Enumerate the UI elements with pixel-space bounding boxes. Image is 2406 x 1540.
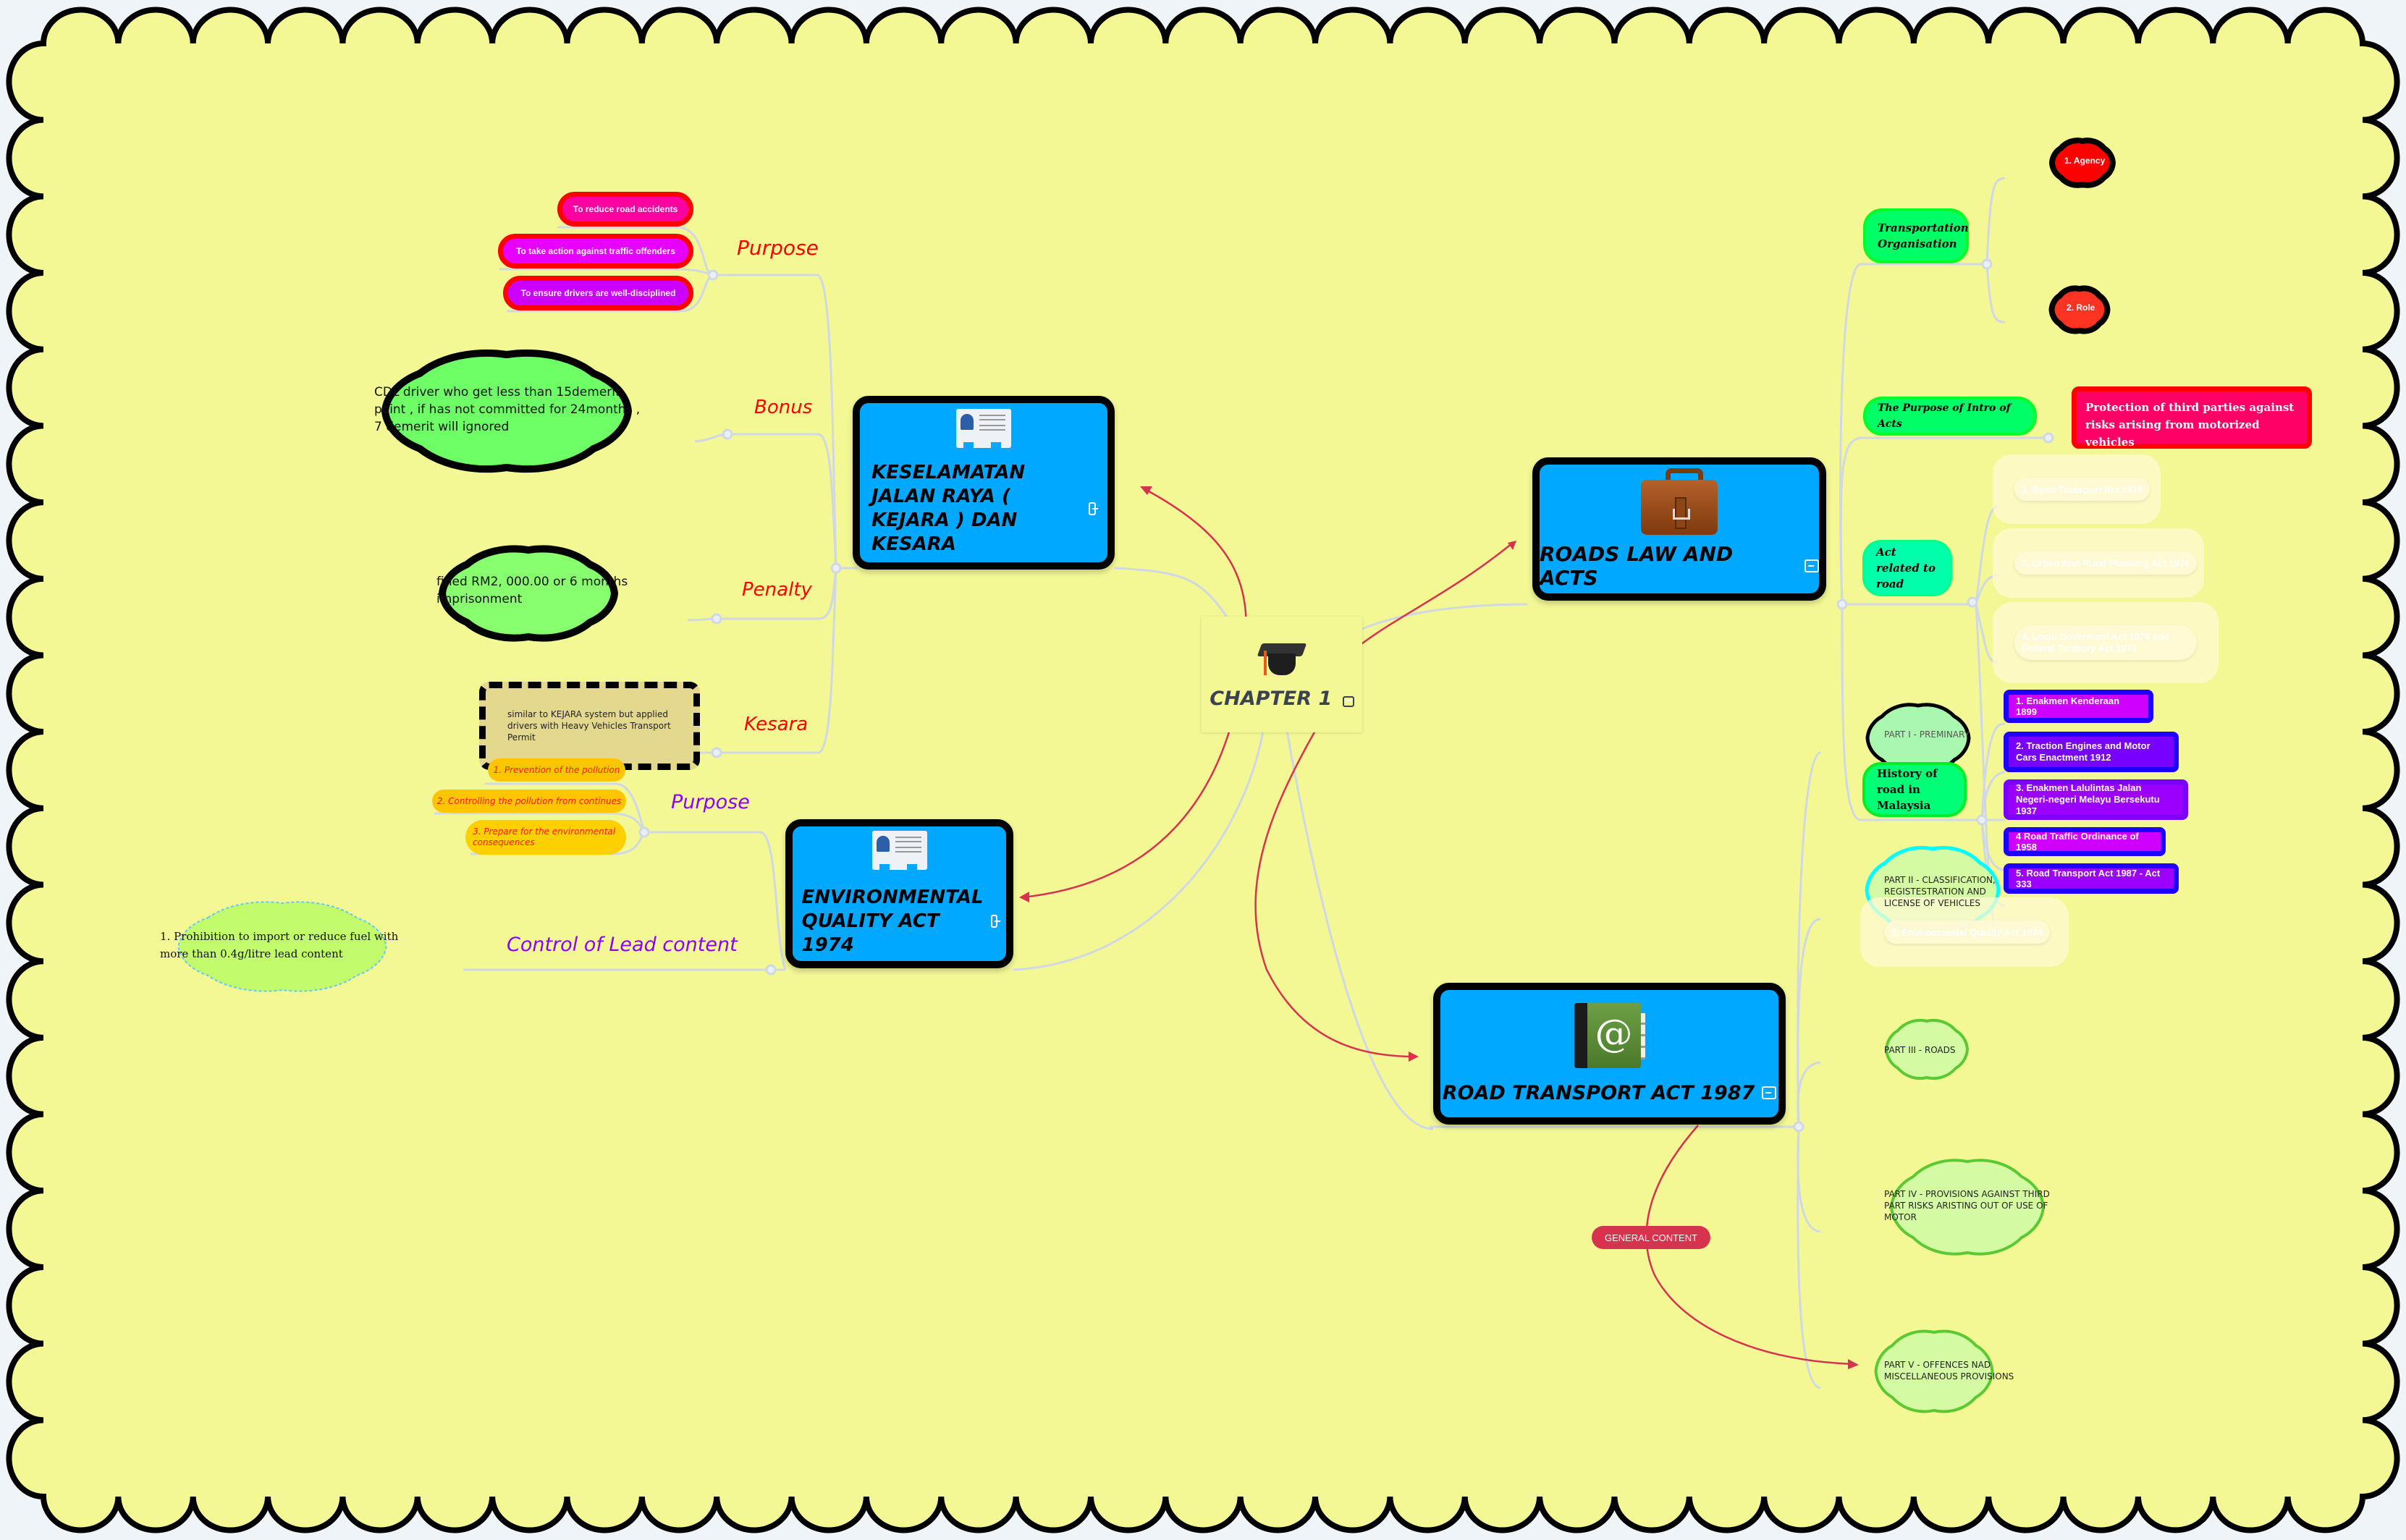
- relation-arrowheads: [1019, 486, 1859, 1369]
- rta-part-4-cloud[interactable]: [1889, 1159, 2046, 1256]
- id-card-icon: [956, 409, 1011, 449]
- penalty-text[interactable]: fined RM2, 000.00 or 6 months imprisonme…: [436, 575, 628, 606]
- central-topic[interactable]: CHAPTER 1: [1202, 617, 1362, 732]
- act-related-item-3[interactable]: 3. Urban And Rural Planning Act 1976: [2014, 551, 2198, 575]
- agency-cloud[interactable]: [2048, 138, 2116, 188]
- history-item-4[interactable]: 4 Road Traffic Ordinance of 1958: [2004, 827, 2166, 856]
- bonus-label[interactable]: Bonus: [754, 397, 813, 418]
- act-related-item-2[interactable]: 2. Environmental Quality Act 1974: [1884, 921, 2051, 944]
- act-related-item-4[interactable]: 4. Local Goverment Act 1976 and Federal …: [2014, 625, 2197, 660]
- briefcase-icon: [1641, 468, 1718, 535]
- image-icon[interactable]: [1342, 695, 1354, 707]
- roads-law-node[interactable]: ROADS LAW AND ACTS: [1532, 457, 1826, 601]
- graduation-cap-icon: [1255, 639, 1309, 682]
- rta-part-5[interactable]: PART V - OFFENCES NAD MISCELLANEOUS PROV…: [1884, 1360, 2014, 1382]
- rta-part-2[interactable]: PART II - CLASSIFICATION, REGISTESTRATIO…: [1884, 875, 1996, 908]
- history-item-3[interactable]: 3. Enakmen Lalulintas Jalan Negeri-neger…: [2004, 779, 2188, 820]
- connector-junctions: [638, 258, 2054, 1133]
- kesara-label[interactable]: Kesara: [744, 714, 809, 735]
- eqa-purpose-item-3[interactable]: 3. Prepare for the environmental consequ…: [465, 820, 626, 855]
- rta-part-4[interactable]: PART IV - PROVISIONS AGAINST THIRD PART …: [1884, 1189, 2050, 1222]
- rta-part-1[interactable]: PART I - PREMINARY: [1884, 729, 1970, 740]
- agency-text[interactable]: 1. Agency: [2064, 156, 2106, 166]
- image-icon[interactable]: [1762, 1086, 1777, 1099]
- lead-control-cloud[interactable]: [177, 901, 387, 992]
- image-icon[interactable]: [990, 915, 997, 928]
- kesara-text: similar to KEJARA system but applied dri…: [507, 709, 671, 742]
- rta-part-1-cloud[interactable]: [1865, 703, 1971, 774]
- transport-org-topic[interactable]: Transportation Organisation: [1863, 208, 1969, 263]
- history-topic[interactable]: History of road in Malaysia: [1862, 762, 1967, 817]
- bonus-cloud[interactable]: [381, 349, 633, 473]
- image-icon[interactable]: [1804, 559, 1819, 572]
- eqa-node[interactable]: ENVIRONMENTAL QUALITY ACT 1974: [785, 819, 1013, 968]
- kejara-node[interactable]: KESELAMATAN JALAN RAYA ( KEJARA ) DAN KE…: [853, 396, 1115, 570]
- role-cloud[interactable]: [2048, 285, 2111, 334]
- kesara-box[interactable]: similar to KEJARA system but applied dri…: [479, 682, 700, 770]
- id-card-icon: [871, 830, 927, 871]
- purpose-item-ensure-discipline[interactable]: To ensure drivers are well-disciplined: [503, 276, 693, 310]
- image-icon[interactable]: [1088, 502, 1096, 515]
- penalty-label[interactable]: Penalty: [742, 579, 812, 601]
- rta-part-5-cloud[interactable]: [1874, 1329, 1994, 1413]
- kejara-purpose-label[interactable]: Purpose: [737, 236, 819, 260]
- act-related-item-1[interactable]: 1. Road Transport Act 1976: [2014, 478, 2150, 501]
- purpose-intro-topic[interactable]: The Purpose of Intro of Acts: [1863, 397, 2037, 436]
- eqa-purpose-item-2[interactable]: 2. Controlling the pollution from contin…: [432, 790, 626, 813]
- kejara-title: KESELAMATAN JALAN RAYA ( KEJARA ) DAN KE…: [871, 462, 1026, 555]
- address-book-icon: @: [1574, 1002, 1645, 1074]
- roads-law-title: ROADS LAW AND ACTS: [1540, 542, 1734, 590]
- central-topic-title: CHAPTER 1: [1210, 687, 1333, 710]
- history-item-5[interactable]: 5. Road Transport Act 1987 - Act 333: [2004, 863, 2179, 894]
- rta-node[interactable]: @ ROAD TRANSPORT ACT 1987: [1433, 983, 1786, 1125]
- general-content-relation-label[interactable]: GENERAL CONTENT: [1592, 1226, 1710, 1249]
- lead-control-label[interactable]: Control of Lead content: [507, 934, 738, 956]
- purpose-item-take-action[interactable]: To take action against traffic offenders: [498, 234, 693, 268]
- eqa-purpose-item-1[interactable]: 1. Prevention of the pollution: [488, 758, 625, 782]
- rta-part-3[interactable]: PART III - ROADS: [1884, 1045, 1956, 1055]
- history-item-2[interactable]: 2. Traction Engines and Motor Cars Enact…: [2004, 732, 2179, 772]
- rta-part-3-cloud[interactable]: [1884, 1018, 1970, 1080]
- rta-title: ROAD TRANSPORT ACT 1987: [1442, 1081, 1755, 1104]
- history-item-1[interactable]: 1. Enakmen Kenderaan 1899: [2004, 690, 2153, 723]
- act-related-topic[interactable]: Act related to road: [1862, 540, 1952, 596]
- lead-control-text[interactable]: 1. Prohibition to import or reduce fuel …: [160, 930, 399, 960]
- penalty-cloud[interactable]: [438, 545, 619, 642]
- bonus-text[interactable]: CDL driver who get less than 15demerit p…: [374, 385, 641, 434]
- purpose-intro-text[interactable]: Protection of third parties against risk…: [2072, 386, 2312, 449]
- purpose-item-reduce-accidents[interactable]: To reduce road accidents: [557, 192, 693, 227]
- role-text[interactable]: 2. Role: [2067, 302, 2095, 313]
- eqa-title: ENVIRONMENTAL QUALITY ACT 1974: [801, 886, 984, 956]
- eqa-purpose-label[interactable]: Purpose: [671, 791, 750, 813]
